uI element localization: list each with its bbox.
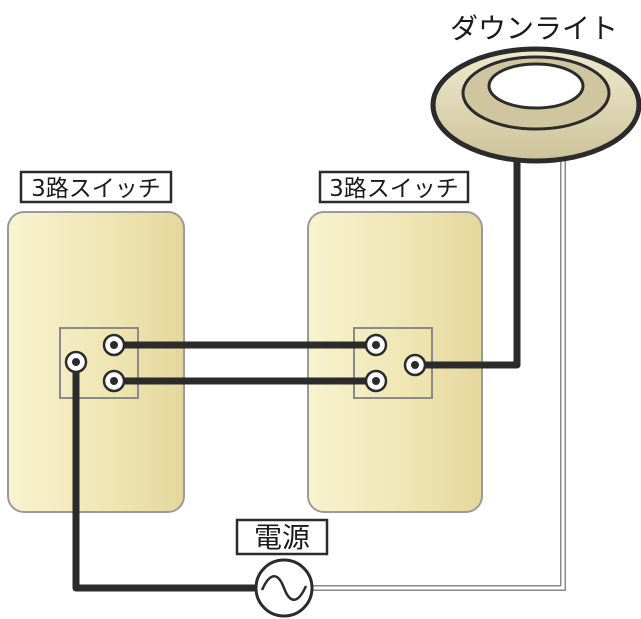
black-wires [72, 144, 521, 592]
label-box-switch-left [19, 170, 173, 204]
switch-plate-left [7, 211, 185, 513]
line-wire [72, 358, 258, 592]
terminal-right-2 [364, 369, 388, 393]
label-box-switch-right [318, 170, 470, 204]
terminals [64, 333, 427, 393]
downlight-label: ダウンライト [450, 12, 618, 45]
terminal-left-2 [102, 369, 126, 393]
ac-power-source-icon [254, 558, 314, 618]
terminal-right-1 [364, 333, 388, 357]
power-label: 電源 [254, 521, 310, 554]
terminal-left-common [64, 350, 88, 374]
terminal-right-common [403, 353, 427, 377]
downlight-icon [430, 46, 641, 164]
label-box-power [235, 518, 329, 556]
switch-right-label: 3路スイッチ [329, 176, 459, 202]
switch-left-label: 3路スイッチ [31, 176, 161, 202]
terminal-left-1 [102, 333, 126, 357]
terminal-block-left [59, 327, 139, 399]
load-wire [411, 144, 521, 369]
